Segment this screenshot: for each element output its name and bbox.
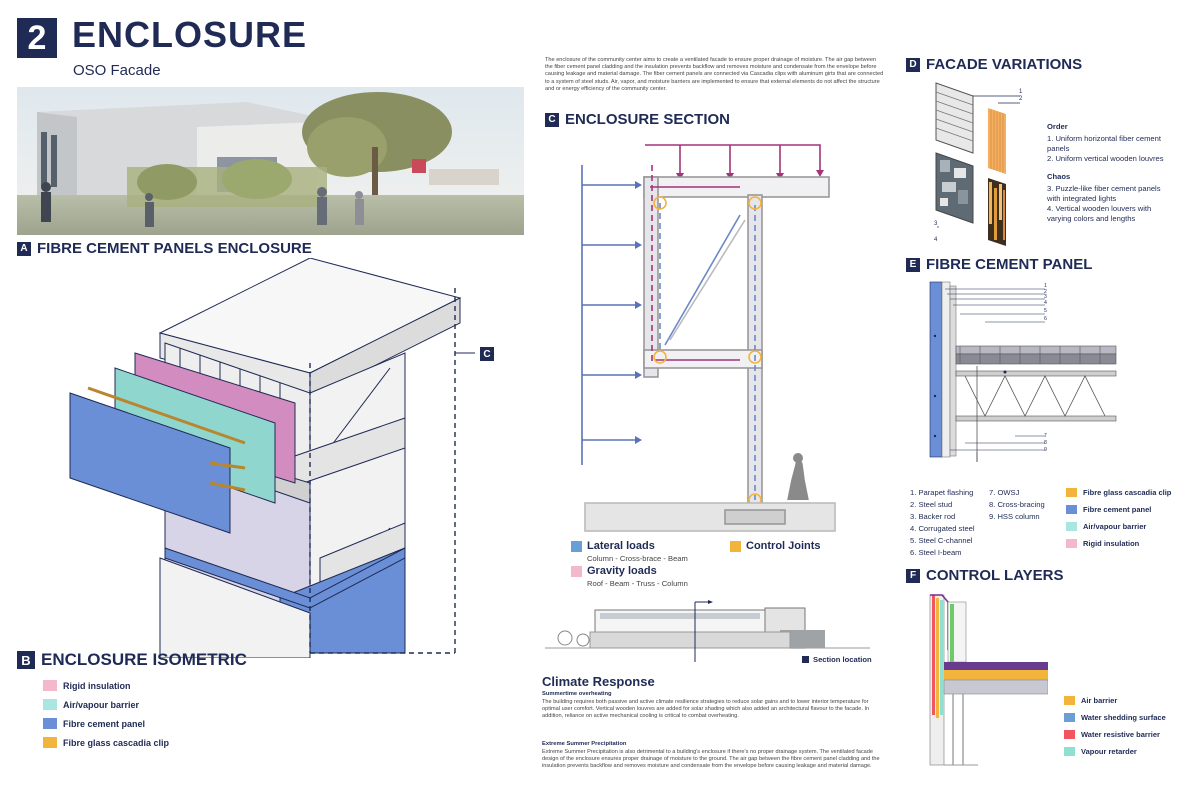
legend-swatch — [43, 680, 57, 691]
legend-swatch — [43, 718, 57, 729]
climate-text-precipitation: Extreme Summer Precipitation is also det… — [542, 749, 880, 770]
control-joints-swatch — [730, 540, 741, 552]
section-c-marker: C — [480, 347, 494, 361]
legend-swatch — [43, 737, 57, 748]
isometric-legend: Rigid insulation Air/vapour barrier Fibr… — [43, 676, 169, 752]
control-layer-water-shedding: Water shedding surface — [1064, 709, 1166, 726]
panel-legend-cascadia-clip: Fibre glass cascadia clip — [1066, 484, 1171, 501]
facade-variations-list: Order 1. Uniform horizontal fiber cement… — [1047, 122, 1164, 223]
gravity-loads-swatch — [571, 565, 582, 577]
gravity-loads-key: Gravity loads — [571, 565, 657, 577]
section-a-heading: A FIBRE CEMENT PANELS ENCLOSURE — [17, 240, 312, 257]
legend-swatch — [1064, 747, 1075, 756]
climate-sub-overheating: Summertime overheating — [542, 691, 612, 697]
facade-rendering — [17, 87, 524, 235]
lateral-loads-path: Column - Cross-brace - Beam — [587, 554, 688, 563]
legend-swatch — [1064, 713, 1075, 722]
section-d-heading: D FACADE VARIATIONS — [906, 56, 1082, 73]
climate-text-overheating: The building requires both passive and a… — [542, 699, 870, 720]
control-layer-air-barrier: Air barrier — [1064, 692, 1166, 709]
lateral-loads-swatch — [571, 540, 582, 552]
intro-paragraph: The enclosure of the community center ai… — [545, 57, 884, 92]
panel-legend-rigid-insulation: Rigid insulation — [1066, 535, 1171, 552]
section-location-elevation — [545, 600, 870, 668]
section-location-swatch — [802, 656, 809, 663]
legend-item-air-vapour-barrier: Air/vapour barrier — [43, 695, 169, 714]
fibre-cement-panel-detail — [905, 276, 1120, 462]
climate-response-title: Climate Response — [542, 674, 655, 689]
enclosure-section-drawing — [570, 135, 850, 535]
page-title: ENCLOSURE — [72, 14, 308, 55]
legend-swatch — [1066, 522, 1077, 531]
facade-callout-3: 3 — [934, 221, 938, 227]
legend-swatch — [1066, 539, 1077, 548]
legend-swatch — [43, 699, 57, 710]
legend-item-rigid-insulation: Rigid insulation — [43, 676, 169, 695]
section-f-heading: F CONTROL LAYERS — [906, 567, 1064, 584]
legend-swatch — [1064, 730, 1075, 739]
climate-sub-precipitation: Extreme Summer Precipitation — [542, 741, 627, 747]
control-layer-water-resistive: Water resistive barrier — [1064, 726, 1166, 743]
legend-item-cascadia-clip: Fibre glass cascadia clip — [43, 733, 169, 752]
gravity-loads-path: Roof - Beam - Truss - Column — [587, 579, 688, 588]
panel-legend-air-vapour: Air/vapour barrier — [1066, 518, 1171, 535]
control-layers-drawing — [918, 590, 1049, 775]
section-e-heading: E FIBRE CEMENT PANEL — [906, 256, 1092, 273]
control-layers-legend: Air barrier Water shedding surface Water… — [1064, 692, 1166, 760]
panel-legend: Fibre glass cascadia clip Fibre cement p… — [1066, 484, 1171, 552]
legend-swatch — [1066, 488, 1077, 497]
section-location-key: Section location — [802, 655, 872, 664]
lateral-loads-key: Lateral loads — [571, 540, 655, 552]
enclosure-isometric-drawing — [60, 257, 530, 659]
legend-swatch — [1064, 696, 1075, 705]
legend-swatch — [1066, 505, 1077, 514]
control-layer-vapour-retarder: Vapour retarder — [1064, 743, 1166, 760]
section-b-heading: B ENCLOSURE ISOMETRIC — [17, 650, 247, 670]
facade-callout-4: 4 — [934, 237, 938, 243]
facade-variations-drawing — [928, 78, 1038, 248]
control-joints-key: Control Joints — [730, 540, 821, 552]
section-number-badge: 2 — [17, 18, 57, 58]
panel-legend-fibre-cement: Fibre cement panel — [1066, 501, 1171, 518]
page-subtitle: OSO Facade — [73, 62, 161, 79]
section-c-heading: C ENCLOSURE SECTION — [545, 111, 730, 128]
legend-item-fibre-cement-panel: Fibre cement panel — [43, 714, 169, 733]
